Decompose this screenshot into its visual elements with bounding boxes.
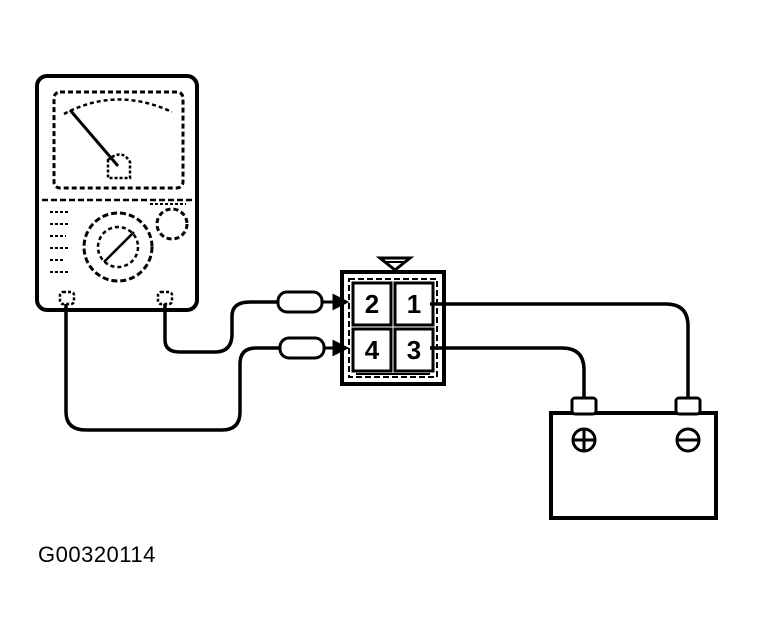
analog-multimeter-icon	[35, 74, 199, 312]
minus-terminal-icon	[675, 427, 701, 453]
figure-code: G00320114	[38, 542, 156, 567]
battery	[549, 396, 718, 520]
lead-to-pin-4	[64, 304, 280, 432]
lead-to-pin-2	[163, 300, 278, 354]
test-leads	[64, 300, 280, 432]
battery-wires	[430, 302, 690, 398]
pin-3-cavity	[393, 327, 435, 373]
pin-4-label: 4	[365, 335, 380, 365]
negative-terminal-post	[674, 396, 702, 416]
probe-plug-upper	[276, 290, 350, 314]
connector	[340, 256, 446, 386]
positive-terminal-post	[570, 396, 598, 416]
wire-pin-3-to-positive	[430, 346, 586, 398]
pin-1-label: 1	[407, 289, 421, 319]
pin-2-cavity	[351, 281, 393, 327]
pin-4-cavity	[351, 327, 393, 373]
pin-2-label: 2	[365, 289, 379, 319]
pin-3-label: 3	[407, 335, 421, 365]
plus-terminal-icon	[571, 427, 597, 453]
connector-pin-labels: 2 1 4 3	[365, 289, 421, 365]
probe-plug-lower	[278, 336, 350, 360]
wire-pin-1-to-negative	[430, 302, 690, 398]
